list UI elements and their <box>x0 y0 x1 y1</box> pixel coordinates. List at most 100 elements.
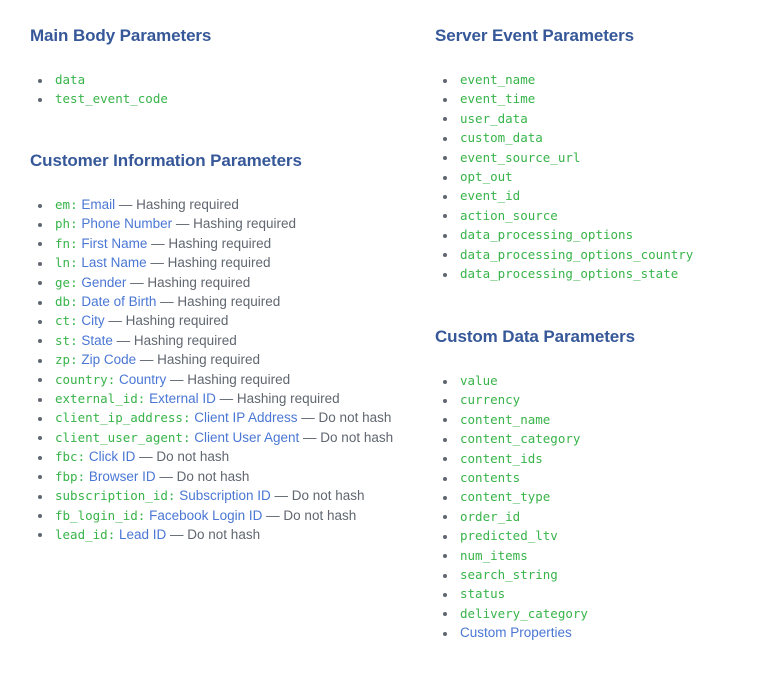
parameter-list-item: ct: City — Hashing required <box>30 311 405 330</box>
parameter-label-link[interactable]: Zip Code <box>81 352 137 368</box>
parameter-list-item: ph: Phone Number — Hashing required <box>30 214 405 233</box>
parameter-label-link[interactable]: Last Name <box>81 255 147 271</box>
parameter-list-item: st: State — Hashing required <box>30 331 405 350</box>
parameter-label-link[interactable]: Subscription ID <box>179 488 271 504</box>
parameter-list-item: num_items <box>435 546 755 565</box>
parameter-colon: : <box>137 507 146 523</box>
parameter-note: — Do not hash <box>297 410 392 426</box>
parameter-code: content_category <box>460 431 581 447</box>
parameter-list-item: predicted_ltv <box>435 526 755 545</box>
parameter-list-item: Custom Properties <box>435 623 755 642</box>
parameter-label-link[interactable]: Date of Birth <box>81 294 157 310</box>
parameter-code: ph <box>55 216 71 232</box>
parameter-code: status <box>460 586 506 602</box>
parameter-colon: : <box>182 410 191 426</box>
parameter-list-item: test_event_code <box>30 89 405 108</box>
parameter-colon: : <box>137 391 146 407</box>
parameter-list-item: event_source_url <box>435 148 755 167</box>
parameter-list-item: data_processing_options <box>435 225 755 244</box>
parameter-code: fb_login_id <box>55 507 138 523</box>
parameter-colon: : <box>167 488 176 504</box>
parameter-colon: : <box>107 526 116 542</box>
parameter-code: test_event_code <box>55 91 168 107</box>
parameter-label-link[interactable]: Country <box>118 371 167 387</box>
heading-customer-information-parameters: Customer Information Parameters <box>30 151 302 170</box>
parameter-code: db <box>55 294 71 310</box>
parameter-list-item: custom_data <box>435 128 755 147</box>
list-main-body-parameters: data test_event_code <box>30 70 405 109</box>
parameter-code: ct <box>55 313 71 329</box>
parameter-colon: : <box>70 274 78 290</box>
parameter-note: — Hashing required <box>147 235 272 251</box>
parameter-colon: : <box>70 197 78 212</box>
parameter-list-item: action_source <box>435 206 755 225</box>
parameter-code: event_source_url <box>460 149 581 165</box>
parameter-note: — Do not hash <box>166 526 261 542</box>
parameter-label-link[interactable]: Client IP Address <box>194 410 298 426</box>
parameter-code: em <box>55 197 71 212</box>
list-custom-data-parameters: value currency content_name content_categor… <box>435 371 755 643</box>
parameter-code: num_items <box>460 547 528 563</box>
parameter-code: content_name <box>460 411 551 427</box>
parameter-list-item: em: Email — Hashing required <box>30 195 405 214</box>
parameter-list-item: external_id: External ID — Hashing requi… <box>30 389 405 408</box>
parameter-colon: : <box>77 468 86 484</box>
parameter-code: data_processing_options <box>460 227 634 243</box>
parameter-code: data_processing_options_state <box>460 266 679 282</box>
parameter-list-item: client_user_agent: Client User Agent — D… <box>30 428 405 447</box>
parameter-code: event_time <box>460 91 536 107</box>
parameter-list-item: client_ip_address: Client IP Address — D… <box>30 408 405 427</box>
parameter-code: search_string <box>460 567 558 583</box>
parameter-note: — Do not hash <box>270 488 365 504</box>
parameter-code: event_id <box>460 188 521 204</box>
parameter-note: — Hashing required <box>104 313 229 329</box>
parameter-label-link[interactable]: External ID <box>149 391 216 407</box>
parameter-note: — Hashing required <box>172 216 296 232</box>
parameter-note: — Hashing required <box>126 274 251 290</box>
parameter-code: content_ids <box>460 450 543 466</box>
parameter-colon: : <box>107 371 116 387</box>
parameter-label-link[interactable]: Client User Agent <box>194 429 300 445</box>
parameter-list-item: fbp: Browser ID — Do not hash <box>30 467 405 486</box>
parameter-label-link[interactable]: Custom Properties <box>460 625 572 641</box>
parameter-code: currency <box>460 392 521 408</box>
parameter-note: — Do not hash <box>299 429 394 445</box>
parameter-list-item: value <box>435 371 755 390</box>
parameter-label-link[interactable]: State <box>81 332 113 348</box>
parameter-label-link[interactable]: Click ID <box>88 449 136 465</box>
parameter-list-item: delivery_category <box>435 604 755 623</box>
parameter-code: contents <box>460 470 521 486</box>
parameter-code: order_id <box>460 508 521 524</box>
parameter-list-item: order_id <box>435 507 755 526</box>
parameter-list-item: currency <box>435 390 755 409</box>
parameter-label-link[interactable]: Gender <box>81 274 127 290</box>
parameter-label-link[interactable]: Facebook Login ID <box>149 507 263 523</box>
parameter-code: ln <box>55 255 71 271</box>
parameter-list-item: data <box>30 70 405 89</box>
parameter-code: client_ip_address <box>55 410 183 426</box>
parameter-code: zp <box>55 352 71 368</box>
parameter-label-link[interactable]: First Name <box>81 235 148 251</box>
parameter-colon: : <box>70 313 78 329</box>
parameter-list-item: event_name <box>435 70 755 89</box>
parameter-label-link[interactable]: Lead ID <box>118 526 167 542</box>
parameter-code: lead_id <box>55 526 108 542</box>
parameter-list-item: db: Date of Birth — Hashing required <box>30 292 405 311</box>
parameter-code: st <box>55 332 71 348</box>
parameter-list-item: ln: Last Name — Hashing required <box>30 253 405 272</box>
parameter-code: fbc <box>55 449 78 465</box>
parameter-list-item: content_category <box>435 429 755 448</box>
parameter-note: — Do not hash <box>155 468 250 484</box>
parameter-list-item: subscription_id: Subscription ID — Do no… <box>30 486 405 505</box>
parameter-label-link[interactable]: City <box>81 313 105 329</box>
parameter-list-item: user_data <box>435 109 755 128</box>
parameter-label-link[interactable]: Browser ID <box>88 468 156 484</box>
parameter-list-item: search_string <box>435 565 755 584</box>
parameter-code: data_processing_options_country <box>460 246 694 262</box>
parameter-label-link[interactable]: Email <box>81 197 116 212</box>
parameter-note: — Hashing required <box>166 371 291 387</box>
parameter-label-link[interactable]: Phone Number <box>81 216 173 232</box>
parameter-colon: : <box>70 216 78 232</box>
